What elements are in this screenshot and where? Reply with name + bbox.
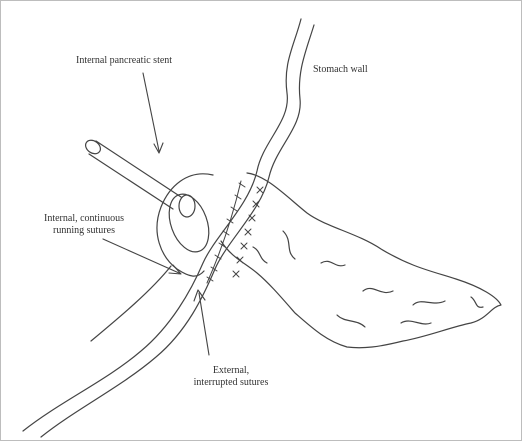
- pancreas-texture-1: [283, 231, 295, 259]
- stent-arrow-line: [143, 73, 159, 151]
- pancreatic-duct: [179, 195, 195, 217]
- stent-label: Internal pancreatic stent: [76, 55, 172, 67]
- pancreas-texture-6: [253, 247, 267, 263]
- pancreas-texture-3: [363, 288, 393, 292]
- internal-suture-arrow-line: [103, 239, 179, 273]
- pancreas-texture-2: [321, 261, 345, 266]
- stent-tube: [89, 141, 181, 209]
- pancreas-cut-surface: [162, 189, 216, 258]
- stent-opening: [83, 137, 103, 156]
- stomach-wall-label: Stomach wall: [313, 64, 368, 76]
- external-suture-label-line1: External,: [179, 365, 283, 377]
- interrupted-suture-marks: [233, 187, 263, 277]
- pancreas-texture-7: [401, 321, 431, 324]
- internal-suture-label-line2: running sutures: [31, 225, 137, 237]
- external-suture-label: External, interrupted sutures: [179, 365, 283, 389]
- pancreas-texture-8: [471, 297, 483, 307]
- pancreas-texture-5: [337, 315, 365, 327]
- internal-suture-label: Internal, continuous running sutures: [31, 213, 137, 237]
- external-suture-arrow-line: [199, 293, 209, 355]
- pancreas-texture-4: [413, 301, 445, 305]
- external-suture-label-line2: interrupted sutures: [179, 377, 283, 389]
- stomach-wall-near-line: [91, 266, 171, 341]
- internal-suture-label-line1: Internal, continuous: [31, 213, 137, 225]
